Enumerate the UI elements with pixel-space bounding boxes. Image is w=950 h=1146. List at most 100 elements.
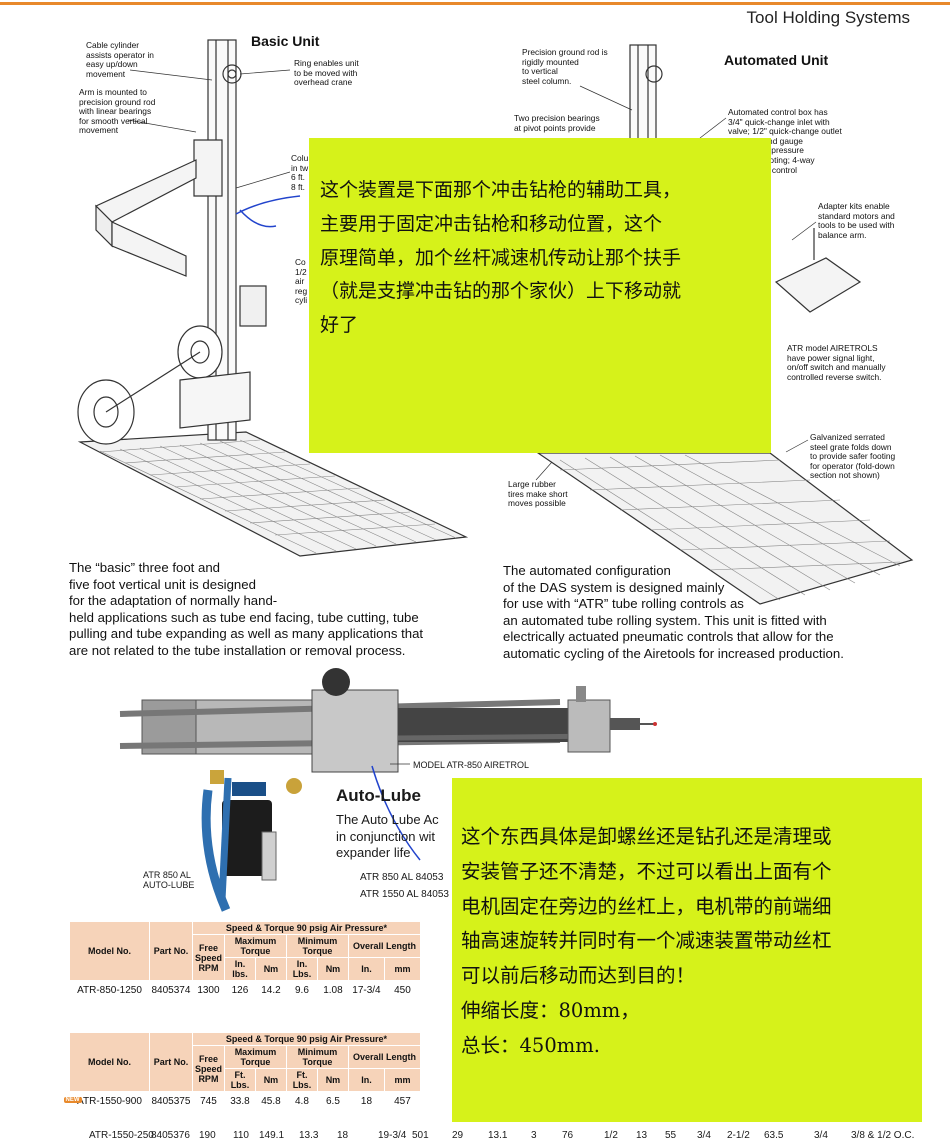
basic-unit-description: The “basic” three foot and five foot ver… bbox=[69, 560, 424, 658]
callout-atr-airetrols: ATR model AIRETROLS have power signal li… bbox=[787, 343, 886, 382]
cell-min-in-lbs: 9.6 bbox=[295, 985, 309, 997]
col-free-speed: Free Speed RPM bbox=[191, 1045, 225, 1092]
col-max-torque: Maximum Torque bbox=[223, 934, 287, 958]
cell-model: ATR-850-1250 bbox=[77, 985, 142, 997]
annotation-note-2: 这个东西具体是卸螺丝还是钻孔还是清理或 安装管子还不清楚，不过可以看出上面有个 … bbox=[452, 778, 922, 1122]
cell-f: 501 bbox=[412, 1130, 429, 1141]
cell-length-in: 18 bbox=[360, 1096, 373, 1108]
col-in-lbs: In. lbs. bbox=[223, 957, 256, 981]
basic-unit-drawing bbox=[77, 39, 469, 557]
autolube-title: Auto-Lube bbox=[336, 786, 421, 805]
cell-model: NEW ATR-1550-900 bbox=[63, 1092, 150, 1112]
col-nm: Nm bbox=[254, 1068, 287, 1092]
col-min-torque: Minimum Torque bbox=[285, 1045, 349, 1069]
col-overall-length: Overall Length bbox=[347, 934, 421, 958]
airetrol-drawing bbox=[119, 668, 657, 912]
col-max-torque: Maximum Torque bbox=[223, 1045, 287, 1069]
airetrol-model-label: MODEL ATR-850 AIRETROL bbox=[413, 760, 530, 770]
cell-max-in-lbs: 126 bbox=[231, 985, 249, 997]
cell-k: 1/2 bbox=[604, 1130, 618, 1141]
automated-unit-description: The automated configuration of the DAS s… bbox=[503, 563, 844, 661]
callout-adapter: Adapter kits enable standard motors and … bbox=[818, 201, 895, 240]
col-group: Speed & Torque 90 psig Air Pressure* bbox=[191, 1032, 421, 1046]
cell-length-mm: 457 bbox=[394, 1096, 411, 1108]
col-mm: mm bbox=[383, 957, 421, 981]
spec-table-850: Model No. Part No. Speed & Torque 90 psi… bbox=[69, 921, 421, 1001]
callout-bearings: Two precision bearings at pivot points p… bbox=[514, 113, 600, 133]
callout-ring: Ring enables unit to be moved with overh… bbox=[294, 58, 359, 88]
col-ft-lbs-min: Ft. Lbs. bbox=[285, 1068, 318, 1092]
table-row-partial: ATR-1550-250 8405376 190 110 149.1 13.3 … bbox=[89, 1130, 949, 1146]
col-part: Part No. bbox=[149, 921, 193, 981]
automated-unit-title: Automated Unit bbox=[724, 52, 829, 68]
cell-g: 29 bbox=[452, 1130, 464, 1141]
col-in: In. bbox=[347, 957, 385, 981]
cell-max-nm: 45.8 bbox=[261, 1096, 281, 1108]
callout-arm: Arm is mounted to precision ground rod w… bbox=[79, 87, 156, 136]
callout-column: Colu in tw 6 ft. 8 ft. bbox=[291, 153, 309, 192]
cell-max-nm: 14.2 bbox=[261, 985, 281, 997]
table-row: NEW ATR-1550-900 8405375 745 33.8 45.8 4… bbox=[63, 1092, 421, 1112]
annotation-note-1: 这个装置是下面那个冲击钻枪的辅助工具， 主要用于固定冲击钻枪和移动位置，这个 原… bbox=[309, 138, 771, 453]
cell-m: 55 bbox=[665, 1130, 677, 1141]
header-rule bbox=[0, 2, 950, 5]
autolube-caption: ATR 850 AL AUTO-LUBE bbox=[143, 870, 195, 890]
cell-length-mm: 450 bbox=[394, 985, 411, 997]
automated-unit-drawing bbox=[535, 44, 914, 605]
col-free-speed: Free Speed RPM bbox=[191, 934, 225, 981]
cell-part: 8405374 bbox=[151, 985, 191, 997]
cell-model: ATR-1550-250 bbox=[89, 1130, 154, 1141]
callout-grate: Galvanized serrated steel grate folds do… bbox=[810, 432, 896, 481]
cell-min-nm: 6.5 bbox=[326, 1096, 340, 1108]
col-ft-lbs: Ft. Lbs. bbox=[223, 1068, 256, 1092]
col-min-torque: Minimum Torque bbox=[285, 934, 349, 958]
cell-max-ft-lbs: 33.8 bbox=[230, 1096, 250, 1108]
col-in: In. bbox=[347, 1068, 385, 1092]
cell-rpm: 190 bbox=[199, 1130, 216, 1141]
cell-l: 13 bbox=[636, 1130, 648, 1141]
autolube-body: The Auto Lube Ac in conjunction wit expa… bbox=[336, 812, 439, 860]
col-nm-min: Nm bbox=[316, 1068, 349, 1092]
col-model: Model No. bbox=[69, 921, 150, 981]
cell-min-nm: 1.08 bbox=[323, 985, 343, 997]
cell-rpm: 1300 bbox=[197, 985, 220, 997]
cell-rpm: 745 bbox=[200, 1096, 217, 1108]
model-text: ATR-1550-900 bbox=[77, 1096, 142, 1108]
new-badge: NEW bbox=[63, 1097, 82, 1103]
col-in-lbs-min: In. Lbs. bbox=[285, 957, 318, 981]
cell-h: 13.1 bbox=[488, 1130, 508, 1141]
cell-part: 8405376 bbox=[151, 1130, 190, 1141]
cell-a: 110 bbox=[233, 1130, 249, 1141]
callout-cable-cylinder: Cable cylinder assists operator in easy … bbox=[86, 40, 154, 79]
col-overall-length: Overall Length bbox=[347, 1045, 421, 1069]
col-nm-min: Nm bbox=[316, 957, 349, 981]
autolube-part-numbers: ATR 850 AL 84053 ATR 1550 AL 84053 bbox=[360, 872, 449, 900]
col-group: Speed & Torque 90 psig Air Pressure* bbox=[191, 921, 421, 935]
callout-ground-rod: Precision ground rod is rigidly mounted … bbox=[522, 47, 608, 86]
cell-j: 76 bbox=[562, 1130, 574, 1141]
cell-i: 3 bbox=[531, 1130, 537, 1141]
cell-part: 8405375 bbox=[151, 1096, 191, 1108]
spec-table-1550: Model No. Part No. Speed & Torque 90 psi… bbox=[63, 1032, 421, 1112]
cell-q: 3/4 bbox=[814, 1130, 828, 1141]
cell-r: 3/8 & 1/2 O.C. bbox=[851, 1130, 915, 1141]
cell-e: 19-3/4 bbox=[378, 1130, 407, 1141]
col-mm: mm bbox=[383, 1068, 421, 1092]
col-part: Part No. bbox=[149, 1032, 193, 1092]
cell-min-ft-lbs: 4.8 bbox=[295, 1096, 309, 1108]
col-model: Model No. bbox=[69, 1032, 150, 1092]
col-nm: Nm bbox=[254, 957, 287, 981]
cell-n: 3/4 bbox=[697, 1130, 711, 1141]
annotation-arrow-2 bbox=[371, 765, 421, 861]
cell-c: 13.3 bbox=[299, 1130, 319, 1141]
cell-d: 18 bbox=[337, 1130, 349, 1141]
callout-cylinder: Co 1/2 air reg cyli bbox=[295, 257, 308, 306]
cell-b: 149.1 bbox=[259, 1130, 285, 1141]
brand-title: Tool Holding Systems bbox=[746, 8, 910, 27]
callout-tires: Large rubber tires make short moves poss… bbox=[508, 479, 568, 509]
basic-unit-title: Basic Unit bbox=[251, 33, 320, 49]
cell-p: 63.5 bbox=[764, 1130, 784, 1141]
table-row: ATR-850-1250 8405374 1300 126 14.2 9.6 1… bbox=[70, 981, 421, 1001]
cell-length-in: 17-3/4 bbox=[352, 985, 381, 997]
